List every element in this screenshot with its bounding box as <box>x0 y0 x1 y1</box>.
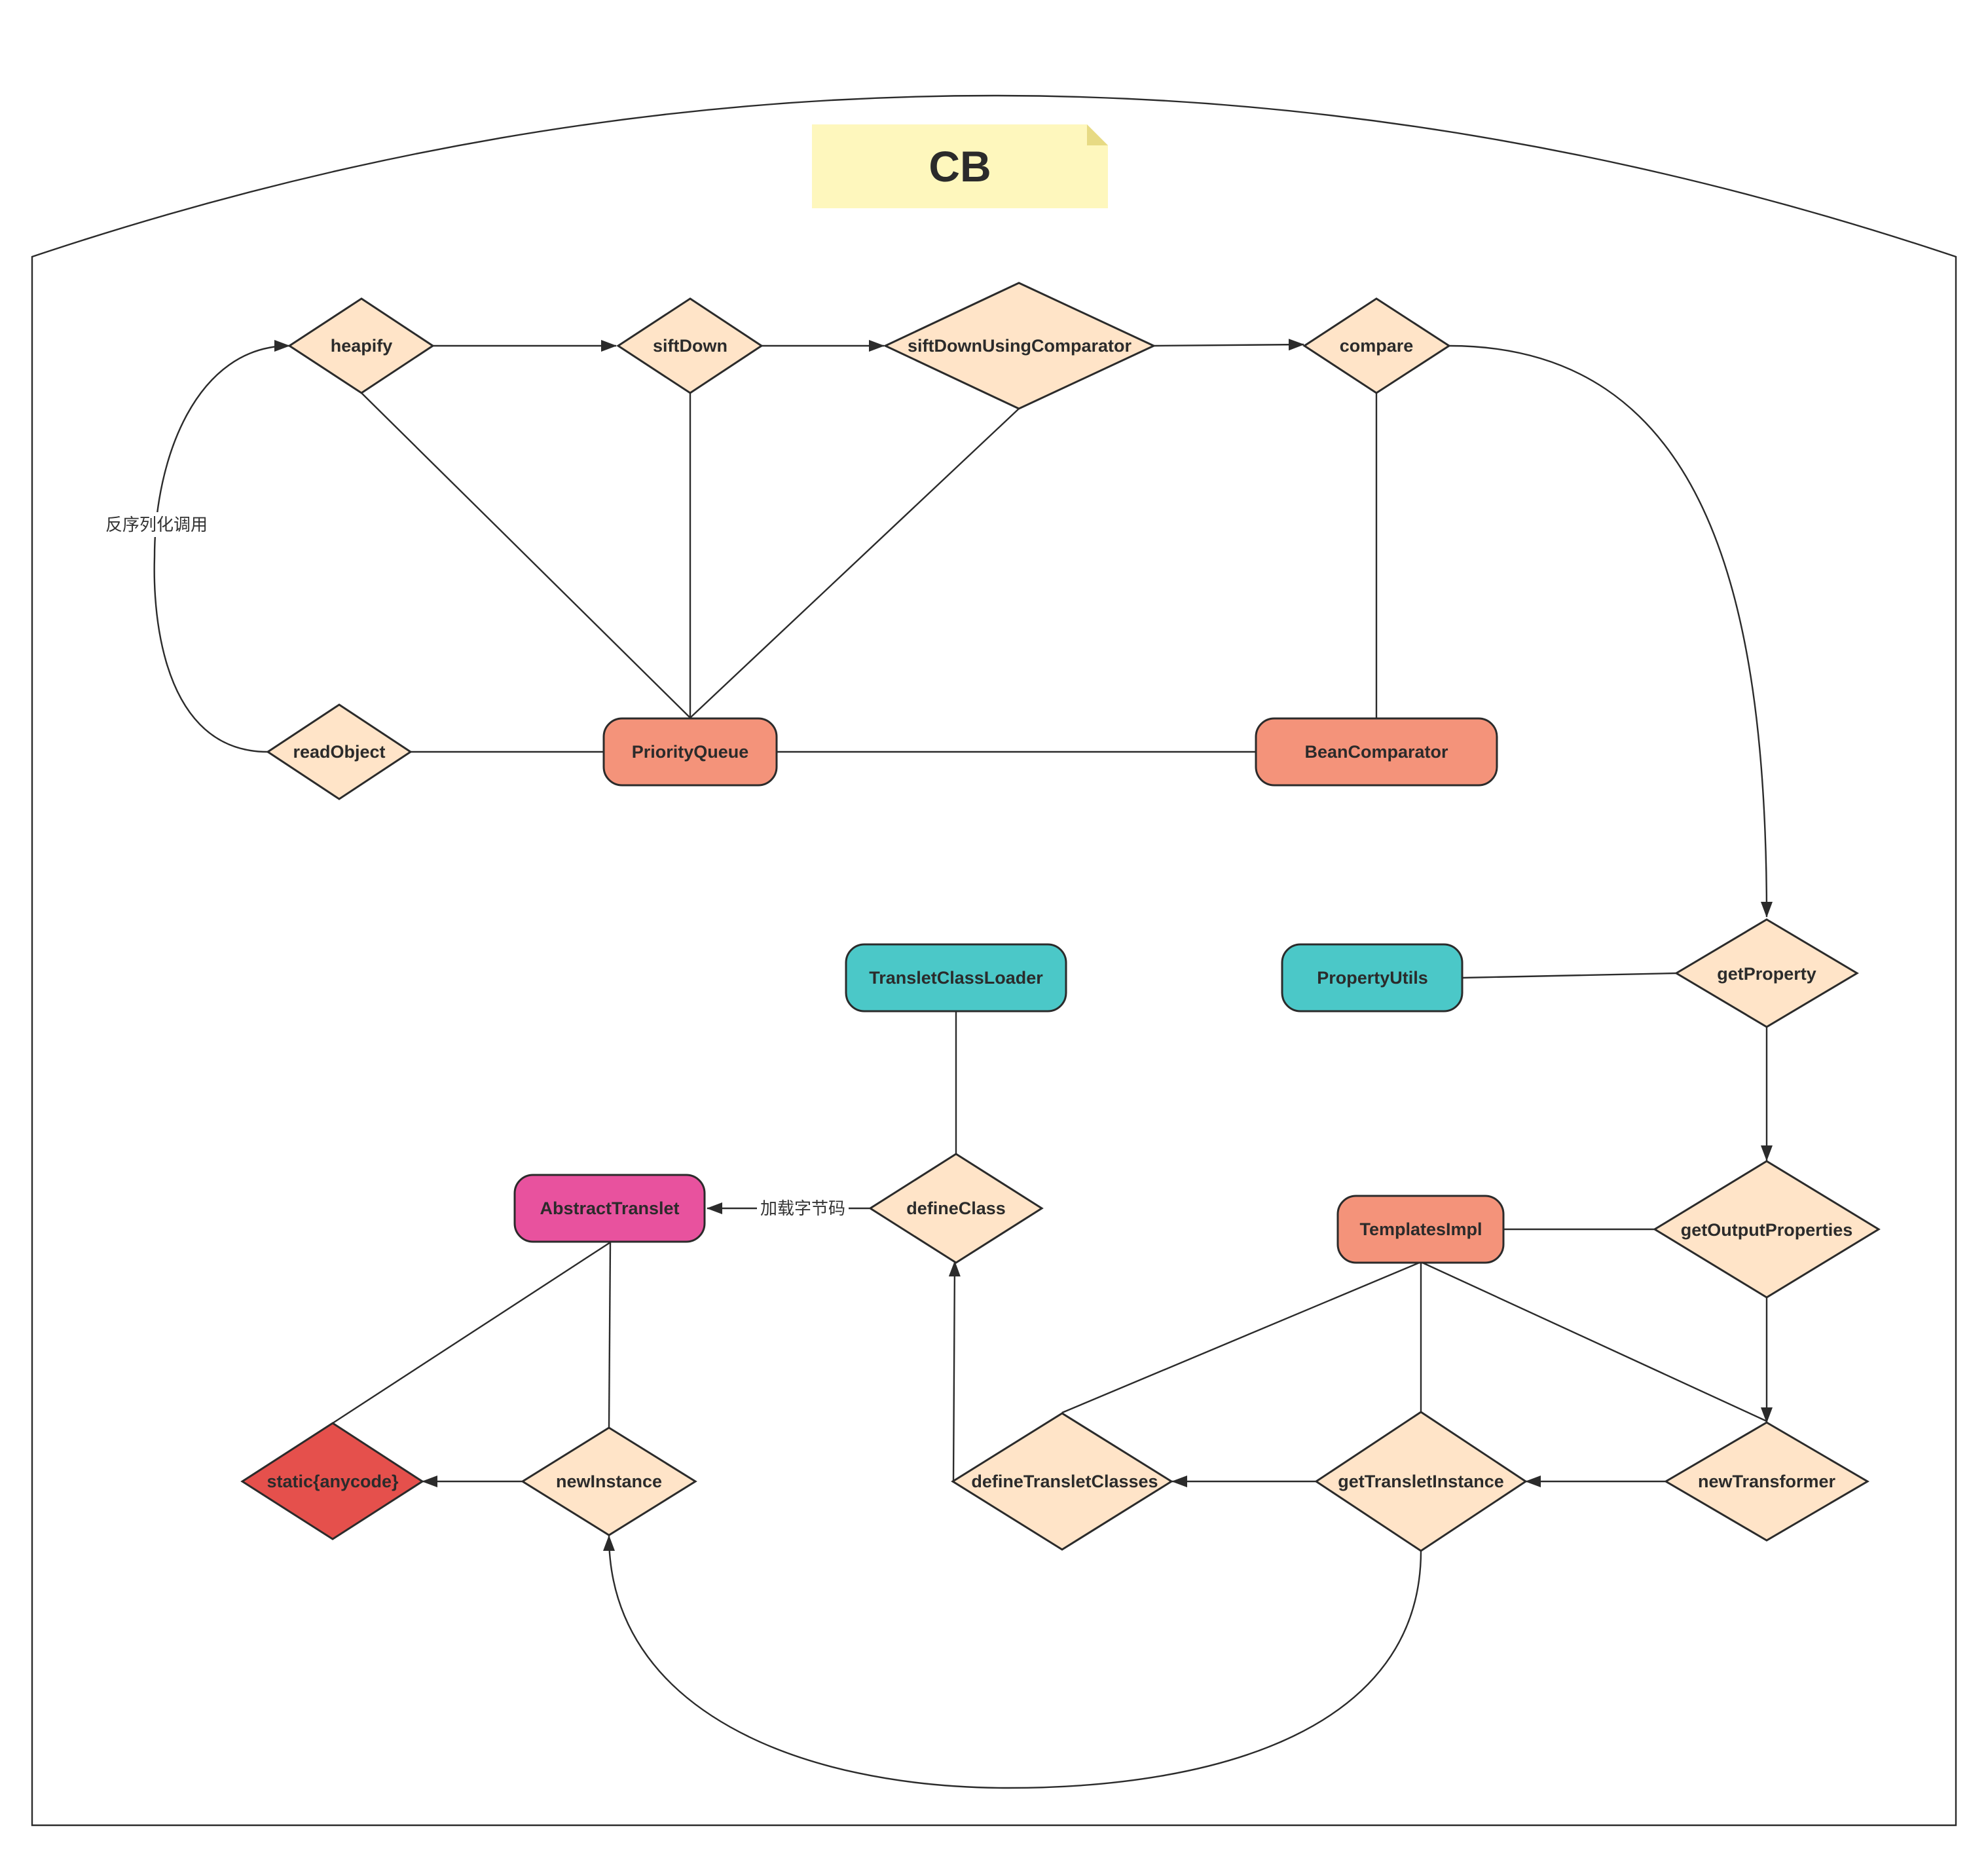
diamond-shape <box>521 1426 697 1536</box>
edges <box>153 339 1773 1789</box>
nodes: heapify siftDown siftDownUsingComparator… <box>240 282 1881 1552</box>
diamond-shape <box>1664 1421 1869 1542</box>
node-propertyUtils[interactable]: PropertyUtils <box>1281 943 1463 1013</box>
node-label: readObject <box>293 742 385 762</box>
node-label: static{anycode} <box>267 1472 399 1491</box>
node-label: PropertyUtils <box>1317 968 1428 988</box>
container-frame <box>31 94 1957 1827</box>
node-getTransletInstance[interactable]: getTransletInstance <box>1314 1411 1528 1552</box>
label-bg-load-bytecode <box>757 1196 849 1221</box>
diamond-shape <box>287 297 435 394</box>
title-note: CB <box>812 124 1108 208</box>
node-beanComparator[interactable]: BeanComparator <box>1255 717 1498 787</box>
node-transletClassLoader[interactable]: TransletClassLoader <box>845 943 1067 1013</box>
label-load-bytecode: 加载字节码 <box>760 1199 845 1219</box>
node-defineClass[interactable]: defineClass <box>868 1153 1044 1264</box>
node-compare[interactable]: compare <box>1302 297 1451 394</box>
node-label: getOutputProperties <box>1681 1220 1853 1240</box>
note-body <box>812 124 1108 208</box>
edge-abstractTranslet-staticAnycode <box>332 1241 611 1424</box>
node-templatesImpl[interactable]: TemplatesImpl <box>1336 1195 1505 1264</box>
class-box <box>845 943 1067 1013</box>
node-label: defineClass <box>906 1198 1006 1218</box>
node-getOutputProperties[interactable]: getOutputProperties <box>1653 1160 1881 1299</box>
node-label: getTransletInstance <box>1338 1472 1504 1491</box>
node-label: getProperty <box>1717 964 1816 984</box>
diamond-shape <box>1302 297 1451 394</box>
edge-heapify-priorityQueue <box>361 392 691 718</box>
edge-propertyUtils-getProperty <box>1462 972 1677 979</box>
node-label: newInstance <box>556 1472 662 1491</box>
node-newTransformer[interactable]: newTransformer <box>1664 1421 1869 1542</box>
diamond-shape <box>1674 918 1859 1028</box>
node-label: compare <box>1340 336 1414 356</box>
diamond-shape <box>883 282 1156 410</box>
node-label: newTransformer <box>1698 1472 1836 1491</box>
class-box <box>1255 717 1498 787</box>
edge-compare-getProperty <box>1448 344 1773 918</box>
edge-getTransletInstance-newInstance <box>603 1535 1422 1789</box>
node-defineTransletClasses[interactable]: defineTransletClasses <box>951 1412 1173 1551</box>
node-heapify[interactable]: heapify <box>287 297 435 394</box>
diamond-shape <box>951 1412 1173 1551</box>
node-label: PriorityQueue <box>632 742 749 762</box>
class-box <box>602 717 778 787</box>
node-readObject[interactable]: readObject <box>266 703 413 800</box>
node-label: BeanComparator <box>1304 742 1448 762</box>
node-label: AbstractTranslet <box>540 1198 679 1218</box>
node-label: defineTransletClasses <box>971 1472 1158 1491</box>
node-siftDownUsingComparator[interactable]: siftDownUsingComparator <box>883 282 1156 410</box>
edge-abstractTranslet-newInstance <box>608 1242 612 1428</box>
diamond-shape <box>616 297 764 394</box>
node-priorityQueue[interactable]: PriorityQueue <box>602 717 778 787</box>
node-label: siftDownUsingComparator <box>908 336 1132 356</box>
edge-templatesImpl-defineTransletClasses <box>1061 1261 1422 1414</box>
node-label: TemplatesImpl <box>1359 1219 1482 1239</box>
node-siftDown[interactable]: siftDown <box>616 297 764 394</box>
diagram-title: CB <box>929 142 991 191</box>
edge-readObject-heapify <box>153 340 290 753</box>
edge-siftDownUsingComparator-priorityQueue <box>690 408 1020 718</box>
edge-templatesImpl-newTransformer <box>1420 1261 1767 1422</box>
note-fold <box>1087 124 1108 145</box>
node-newInstance[interactable]: newInstance <box>521 1426 697 1536</box>
edge-siftDownUsingComparator-compare <box>1153 339 1304 351</box>
edge-labels: 反序列化调用 加载字节码 <box>101 512 849 1221</box>
node-staticAnycode[interactable]: static{anycode} <box>240 1422 424 1540</box>
node-label: TransletClassLoader <box>869 968 1043 988</box>
label-bg-deserialize <box>101 512 212 537</box>
node-abstractTranslet[interactable]: AbstractTranslet <box>513 1174 706 1243</box>
class-box <box>1336 1195 1505 1264</box>
node-getProperty[interactable]: getProperty <box>1674 918 1859 1028</box>
diamond-shape <box>1653 1160 1881 1299</box>
diamond-shape <box>868 1153 1044 1264</box>
diamond-shape <box>240 1422 424 1540</box>
class-box <box>513 1174 706 1243</box>
node-label: siftDown <box>653 336 727 356</box>
class-box <box>1281 943 1463 1013</box>
edge-defineTransletClasses-defineClass <box>948 1261 961 1483</box>
diamond-shape <box>1314 1411 1528 1552</box>
diamond-shape <box>266 703 413 800</box>
label-deserialize-call: 反序列化调用 <box>105 515 208 535</box>
node-label: heapify <box>331 336 393 356</box>
